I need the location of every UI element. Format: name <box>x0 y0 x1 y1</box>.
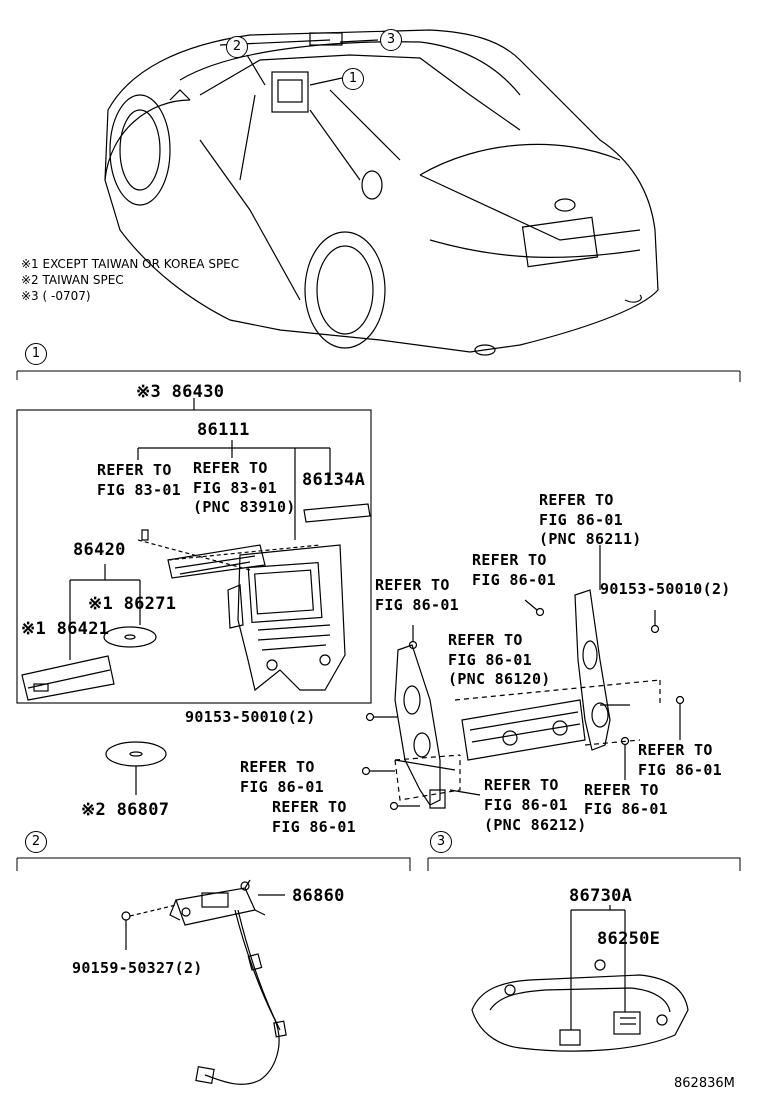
refer-pnc86211-line1[interactable]: REFER TO <box>539 491 614 509</box>
part-86730a[interactable]: 86730A <box>569 886 633 906</box>
refer-fig83-b-line3[interactable]: (PNC 83910) <box>193 498 296 516</box>
part-86250e[interactable]: 86250E <box>597 929 661 949</box>
refer-fig83-a-line2[interactable]: FIG 83-01 <box>97 481 181 499</box>
refer-fig86-g-line2[interactable]: FIG 86-01 <box>638 761 722 779</box>
refer-fig86-k-line1[interactable]: REFER TO <box>272 798 347 816</box>
section-marker-2: 2 <box>25 831 47 853</box>
refer-fig86-k-line2[interactable]: FIG 86-01 <box>272 818 356 836</box>
refer-fig86-d-line2[interactable]: FIG 86-01 <box>472 571 556 589</box>
callout-1: 1 <box>342 68 364 90</box>
refer-pnc86211-line3[interactable]: (PNC 86211) <box>539 530 642 548</box>
part-86420[interactable]: 86420 <box>73 540 126 560</box>
part-86271[interactable]: ※1 86271 <box>88 594 177 614</box>
refer-fig86-h-line2[interactable]: FIG 86-01 <box>240 778 324 796</box>
refer-fig86-h-line1[interactable]: REFER TO <box>240 758 315 776</box>
refer-fig86-i-line1[interactable]: REFER TO <box>584 781 659 799</box>
refer-pnc86212-line3[interactable]: (PNC 86212) <box>484 816 587 834</box>
refer-pnc86212-line2[interactable]: FIG 86-01 <box>484 796 568 814</box>
refer-fig86-g-line1[interactable]: REFER TO <box>638 741 713 759</box>
refer-fig83-a-line1[interactable]: REFER TO <box>97 461 172 479</box>
callout-3: 3 <box>380 29 402 51</box>
part-86134a[interactable]: 86134A <box>302 470 366 490</box>
refer-fig86-e-line1[interactable]: REFER TO <box>375 576 450 594</box>
part-86430[interactable]: ※3 86430 <box>136 382 225 402</box>
part-86421[interactable]: ※1 86421 <box>21 619 110 639</box>
bolt-90153-left[interactable]: 90153-50010(2) <box>185 708 316 726</box>
refer-pnc86212-line1[interactable]: REFER TO <box>484 776 559 794</box>
refer-fig83-b-line2[interactable]: FIG 83-01 <box>193 479 277 497</box>
note-except-taiwan-korea: ※1 EXCEPT TAIWAN OR KOREA SPEC <box>21 257 240 271</box>
bolt-90153-right[interactable]: 90153-50010(2) <box>600 580 731 598</box>
refer-fig86-d-line1[interactable]: REFER TO <box>472 551 547 569</box>
callout-2: 2 <box>226 36 248 58</box>
refer-pnc86211-line2[interactable]: FIG 86-01 <box>539 511 623 529</box>
refer-pnc86120-line3[interactable]: (PNC 86120) <box>448 670 551 688</box>
refer-pnc86120-line1[interactable]: REFER TO <box>448 631 523 649</box>
part-86807[interactable]: ※2 86807 <box>81 800 170 820</box>
refer-fig83-b-line1[interactable]: REFER TO <box>193 459 268 477</box>
section-marker-3: 3 <box>430 831 452 853</box>
note-taiwan-spec: ※2 TAIWAN SPEC <box>21 273 124 287</box>
refer-fig86-e-line2[interactable]: FIG 86-01 <box>375 596 459 614</box>
catalog-code: 862836M <box>674 1076 735 1091</box>
bolt-90159-50327[interactable]: 90159-50327(2) <box>72 959 203 977</box>
part-86111[interactable]: 86111 <box>197 420 250 440</box>
part-86860[interactable]: 86860 <box>292 886 345 906</box>
note-date-range: ※3 ( -0707) <box>21 289 91 303</box>
section-marker-1: 1 <box>25 343 47 365</box>
refer-fig86-i-line2[interactable]: FIG 86-01 <box>584 800 668 818</box>
refer-pnc86120-line2[interactable]: FIG 86-01 <box>448 651 532 669</box>
car-illustration <box>104 29 659 356</box>
